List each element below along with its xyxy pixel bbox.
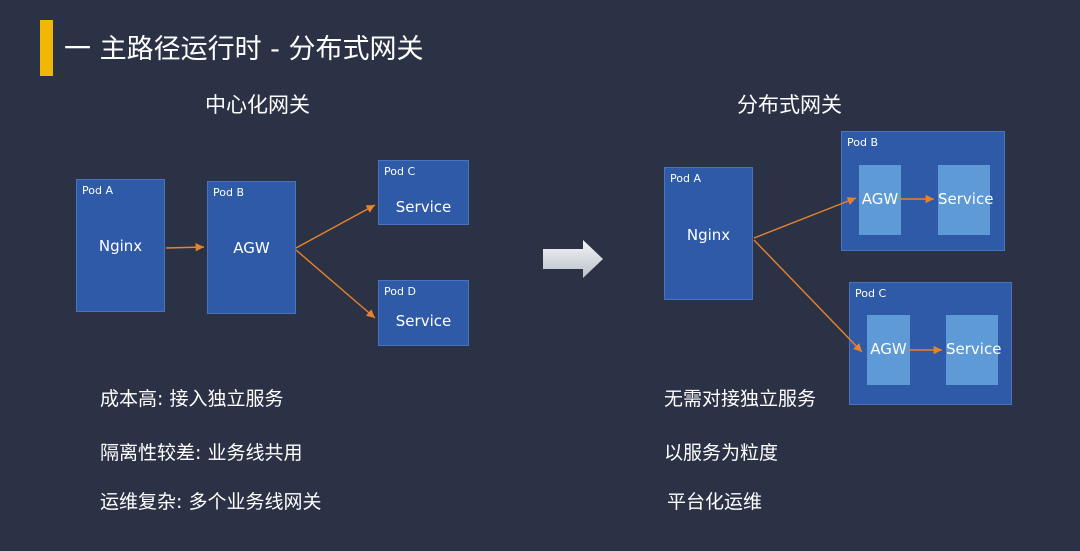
right-note-1: 无需对接独立服务 <box>664 388 817 410</box>
title-accent-bar <box>40 20 53 76</box>
right-pod-a: Pod A Nginx <box>664 167 753 300</box>
left-pod-c: Pod C Service <box>378 160 469 225</box>
right-pod-b-agw: AGW <box>859 165 901 235</box>
left-pod-d-label: Pod D <box>384 285 416 298</box>
left-pod-b-label: Pod B <box>213 186 244 199</box>
right-pod-b: Pod B AGW Service <box>841 131 1005 251</box>
right-heading: 分布式网关 <box>737 93 842 117</box>
left-pod-a-label: Pod A <box>82 184 113 197</box>
right-note-3: 平台化运维 <box>667 491 763 513</box>
right-pod-c-label: Pod C <box>855 287 887 300</box>
arrow-agw-to-pod-c <box>295 204 376 249</box>
left-note-3: 运维复杂: 多个业务线网关 <box>100 491 322 513</box>
left-pod-d-text: Service <box>395 312 452 330</box>
left-pod-a-text: Nginx <box>98 237 143 255</box>
right-pod-c-agw: AGW <box>867 315 910 385</box>
right-pod-a-label: Pod A <box>670 172 701 185</box>
right-pod-b-service-text: Service <box>938 190 994 208</box>
right-pod-a-text: Nginx <box>686 226 731 244</box>
arrow-nginx-to-agw <box>165 243 205 252</box>
left-pod-b: Pod B AGW <box>207 181 296 314</box>
left-pod-a: Pod A Nginx <box>76 179 165 312</box>
arrow-agw-to-pod-d <box>295 249 376 319</box>
transition-arrow-icon <box>543 240 603 278</box>
right-pod-c-service-text: Service <box>946 340 1002 358</box>
right-pod-b-agw-text: AGW <box>861 190 899 208</box>
right-pod-b-service: Service <box>938 165 994 235</box>
left-note-1: 成本高: 接入独立服务 <box>100 388 284 410</box>
right-pod-c-agw-text: AGW <box>870 340 907 358</box>
left-pod-c-text: Service <box>395 198 452 216</box>
left-heading: 中心化网关 <box>205 93 310 117</box>
arrow-nginx-to-pod-c-agw <box>753 239 863 353</box>
left-pod-c-label: Pod C <box>384 165 416 178</box>
right-pod-c: Pod C AGW Service <box>849 282 1012 405</box>
left-pod-b-text: AGW <box>233 239 270 257</box>
right-pod-c-service: Service <box>946 315 1002 385</box>
left-pod-d: Pod D Service <box>378 280 469 346</box>
slide-title: 一 主路径运行时 - 分布式网关 <box>64 34 424 65</box>
right-note-2: 以服务为粒度 <box>664 442 779 464</box>
left-note-2: 隔离性较差: 业务线共用 <box>100 442 303 464</box>
right-pod-b-label: Pod B <box>847 136 878 149</box>
